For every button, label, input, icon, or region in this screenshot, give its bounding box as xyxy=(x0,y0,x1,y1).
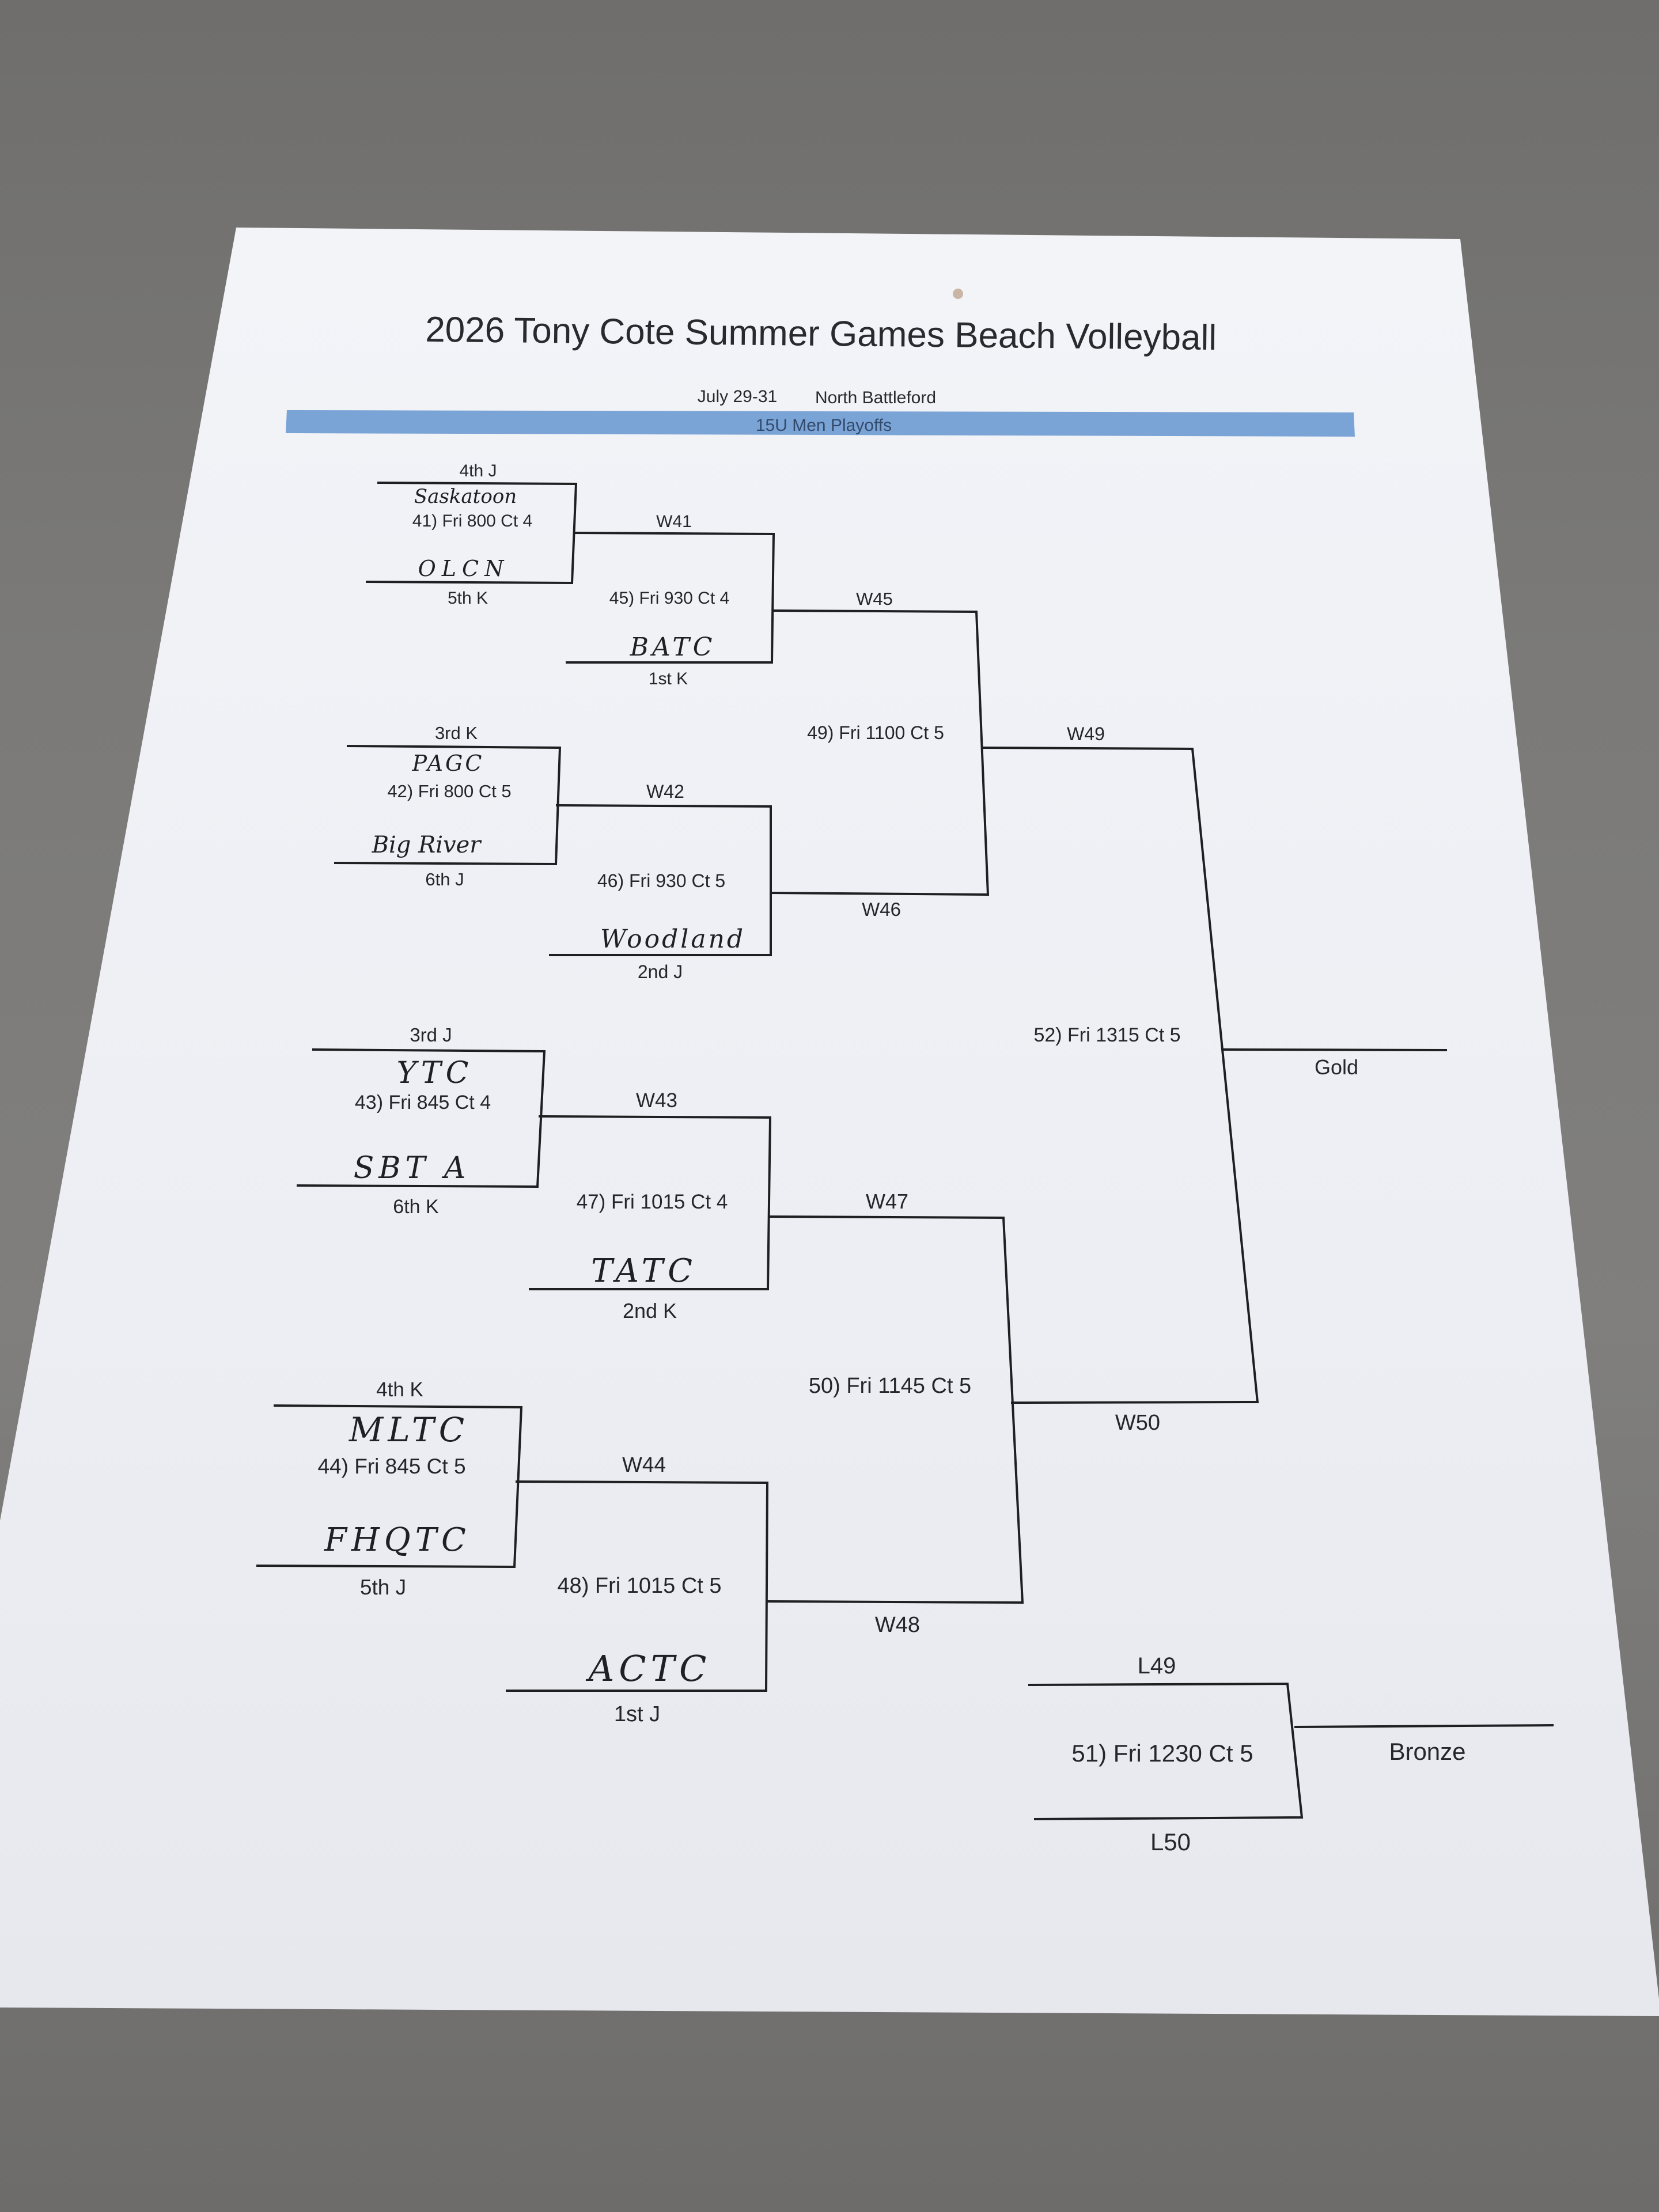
team-mltc: MLTC xyxy=(349,1410,469,1449)
match-41-label: 41) Fri 800 Ct 4 xyxy=(412,512,532,531)
seed-3rd-j: 3rd J xyxy=(410,1024,452,1046)
l50-label: L50 xyxy=(1150,1828,1191,1855)
event-dates: July 29-31 xyxy=(698,387,777,406)
page-title: 2026 Tony Cote Summer Games Beach Volley… xyxy=(425,310,1217,358)
team-ytc: YTC xyxy=(397,1056,474,1090)
bracket-lines xyxy=(256,482,1554,1820)
w42-label: W42 xyxy=(646,781,684,802)
seed-1st-j: 1st J xyxy=(614,1702,660,1726)
seed-4th-j: 4th J xyxy=(459,461,497,480)
team-big-river: Big River xyxy=(372,832,483,858)
w43-label: W43 xyxy=(636,1089,677,1112)
team-pagc: PAGC xyxy=(412,751,484,776)
match-47-label: 47) Fri 1015 Ct 4 xyxy=(577,1191,728,1213)
seed-2nd-j: 2nd J xyxy=(638,961,683,982)
w48-label: W48 xyxy=(875,1613,920,1637)
w50-label: W50 xyxy=(1115,1411,1160,1435)
w47-label: W47 xyxy=(866,1190,908,1213)
team-tatc: TATC xyxy=(591,1252,697,1290)
bronze-label: Bronze xyxy=(1389,1738,1465,1765)
match-45-label: 45) Fri 930 Ct 4 xyxy=(609,589,729,608)
event-location: North Battleford xyxy=(815,388,936,407)
team-woodland: Woodland xyxy=(600,925,745,954)
w45-label: W45 xyxy=(856,589,893,609)
division-title: 15U Men Playoffs xyxy=(756,416,892,435)
team-olcn: OLCN xyxy=(418,556,510,581)
seed-5th-k: 5th K xyxy=(448,589,488,608)
seed-2nd-k: 2nd K xyxy=(623,1299,677,1323)
seed-1st-k: 1st K xyxy=(649,669,688,688)
division-banner xyxy=(286,410,1355,437)
w44-label: W44 xyxy=(622,1453,666,1476)
team-saskatoon: Saskatoon xyxy=(414,485,517,508)
match-44-label: 44) Fri 845 Ct 5 xyxy=(317,1455,465,1478)
seed-5th-j: 5th J xyxy=(360,1575,406,1599)
match-48-label: 48) Fri 1015 Ct 5 xyxy=(557,1574,721,1598)
team-fhqtc: FHQTC xyxy=(324,1521,471,1559)
w49-label: W49 xyxy=(1067,724,1105,744)
match-50-label: 50) Fri 1145 Ct 5 xyxy=(809,1374,971,1398)
w46-label: W46 xyxy=(862,899,901,920)
match-52-label: 52) Fri 1315 Ct 5 xyxy=(1033,1024,1180,1046)
match-42-label: 42) Fri 800 Ct 5 xyxy=(387,781,511,801)
team-actc: ACTC xyxy=(585,1647,711,1690)
w41-label: W41 xyxy=(656,512,692,531)
gold-label: Gold xyxy=(1315,1055,1358,1079)
team-batc: BATC xyxy=(630,632,716,662)
team-sbt-a: SBT A xyxy=(354,1151,471,1185)
seed-3rd-k: 3rd K xyxy=(435,723,478,743)
seed-6th-k: 6th K xyxy=(393,1196,439,1218)
paper-sheet xyxy=(0,228,1659,2016)
paper-spot xyxy=(953,289,963,299)
seed-4th-k: 4th K xyxy=(376,1378,423,1401)
match-46-label: 46) Fri 930 Ct 5 xyxy=(597,870,725,891)
match-49-label: 49) Fri 1100 Ct 5 xyxy=(807,722,944,743)
l49-label: L49 xyxy=(1138,1653,1176,1679)
match-51-label: 51) Fri 1230 Ct 5 xyxy=(1071,1740,1253,1767)
match-43-label: 43) Fri 845 Ct 4 xyxy=(355,1092,491,1113)
seed-6th-j: 6th J xyxy=(425,869,464,889)
